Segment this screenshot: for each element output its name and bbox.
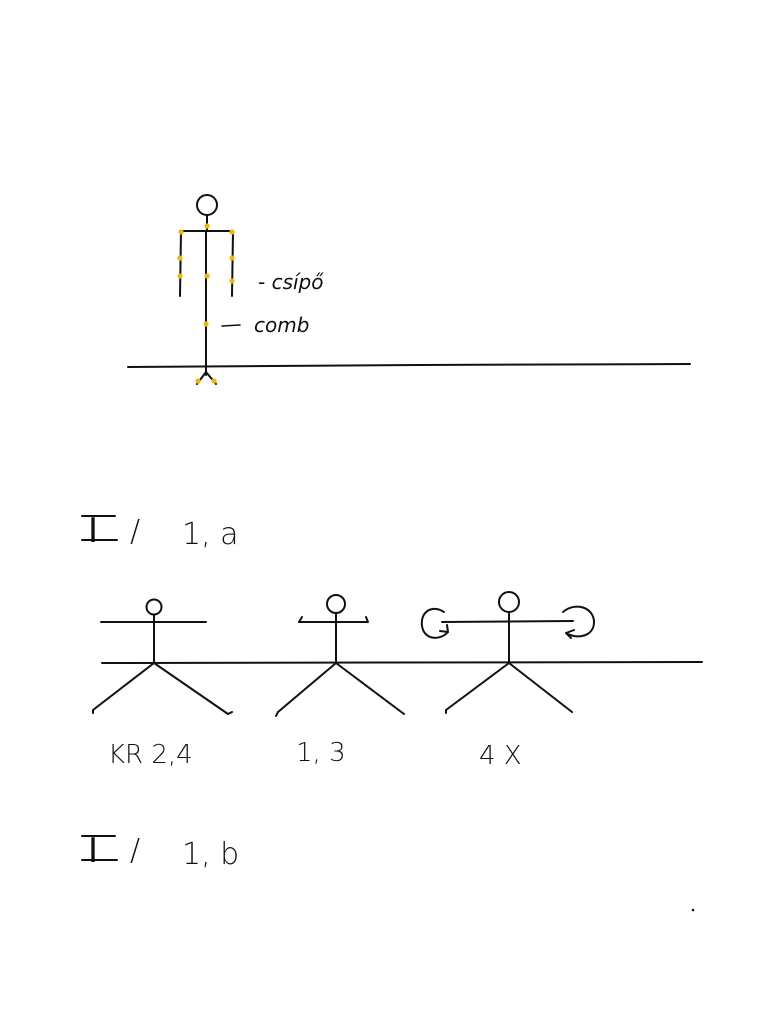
joint-marker-elbow-left <box>177 255 183 261</box>
section-1b-label: 1, b <box>182 837 239 872</box>
ground-line-top <box>127 363 691 368</box>
figure-2-caption: 1, 3 <box>296 738 346 768</box>
joint-marker-wrist-left <box>177 273 183 279</box>
figure-3-arms <box>441 620 574 623</box>
joint-marker-hip <box>204 273 210 279</box>
joint-markers <box>177 223 235 384</box>
figure-arms-side: KR 2,4 <box>92 598 233 770</box>
stick-figure-body <box>204 214 208 376</box>
section-1b-numeral-bars <box>81 835 118 861</box>
stick-figure-left-arm <box>179 230 182 297</box>
section-1a-heading: I / 1, a <box>81 511 239 552</box>
joint-marker-wrist-right <box>229 278 235 284</box>
joint-marker-knee <box>203 321 209 327</box>
figure-arm-circles: 4 X <box>420 591 595 771</box>
section-1b-heading: I / 1, b <box>81 831 239 872</box>
section-1a-label: 1, a <box>182 517 239 552</box>
figure-2-head <box>326 594 346 614</box>
figure-1-legs <box>92 662 233 715</box>
figure-2-legs <box>275 662 405 717</box>
joint-marker-foot-right <box>211 378 217 384</box>
rotation-arrow-left-icon <box>420 607 449 639</box>
stray-dot <box>691 908 695 912</box>
annotation-hip: - csípő <box>258 270 324 294</box>
rotation-arrow-right-icon <box>562 605 595 639</box>
figure-3-caption: 4 X <box>479 741 522 771</box>
standing-stick-figure: - csípő comb <box>127 194 691 385</box>
figure-arms-side-hands-up: 1, 3 <box>275 594 405 768</box>
joint-marker-shoulder-left <box>178 229 184 235</box>
figure-1-head <box>145 598 163 616</box>
joint-marker-shoulder-right <box>229 229 235 235</box>
ground-line-exercises <box>101 661 703 664</box>
section-1a-numeral-bars <box>81 515 118 541</box>
figure-3-legs <box>445 662 573 714</box>
stick-figure-right-arm <box>231 231 234 297</box>
figure-1-caption: KR 2,4 <box>108 740 193 770</box>
annotation-knee: comb <box>254 313 309 337</box>
section-1a-slash: / <box>130 514 140 549</box>
stick-figure-head <box>196 194 218 216</box>
figure-2-arms <box>298 616 369 623</box>
section-1b-numeral: I <box>88 831 98 871</box>
joint-marker-foot-left <box>195 378 201 384</box>
section-1b-slash: / <box>130 833 140 868</box>
figure-3-head <box>498 591 520 613</box>
joint-marker-neck <box>204 223 210 229</box>
annotation-knee-dash <box>221 324 241 327</box>
joint-marker-elbow-right <box>229 255 235 261</box>
section-1a-numeral: I <box>88 511 98 551</box>
